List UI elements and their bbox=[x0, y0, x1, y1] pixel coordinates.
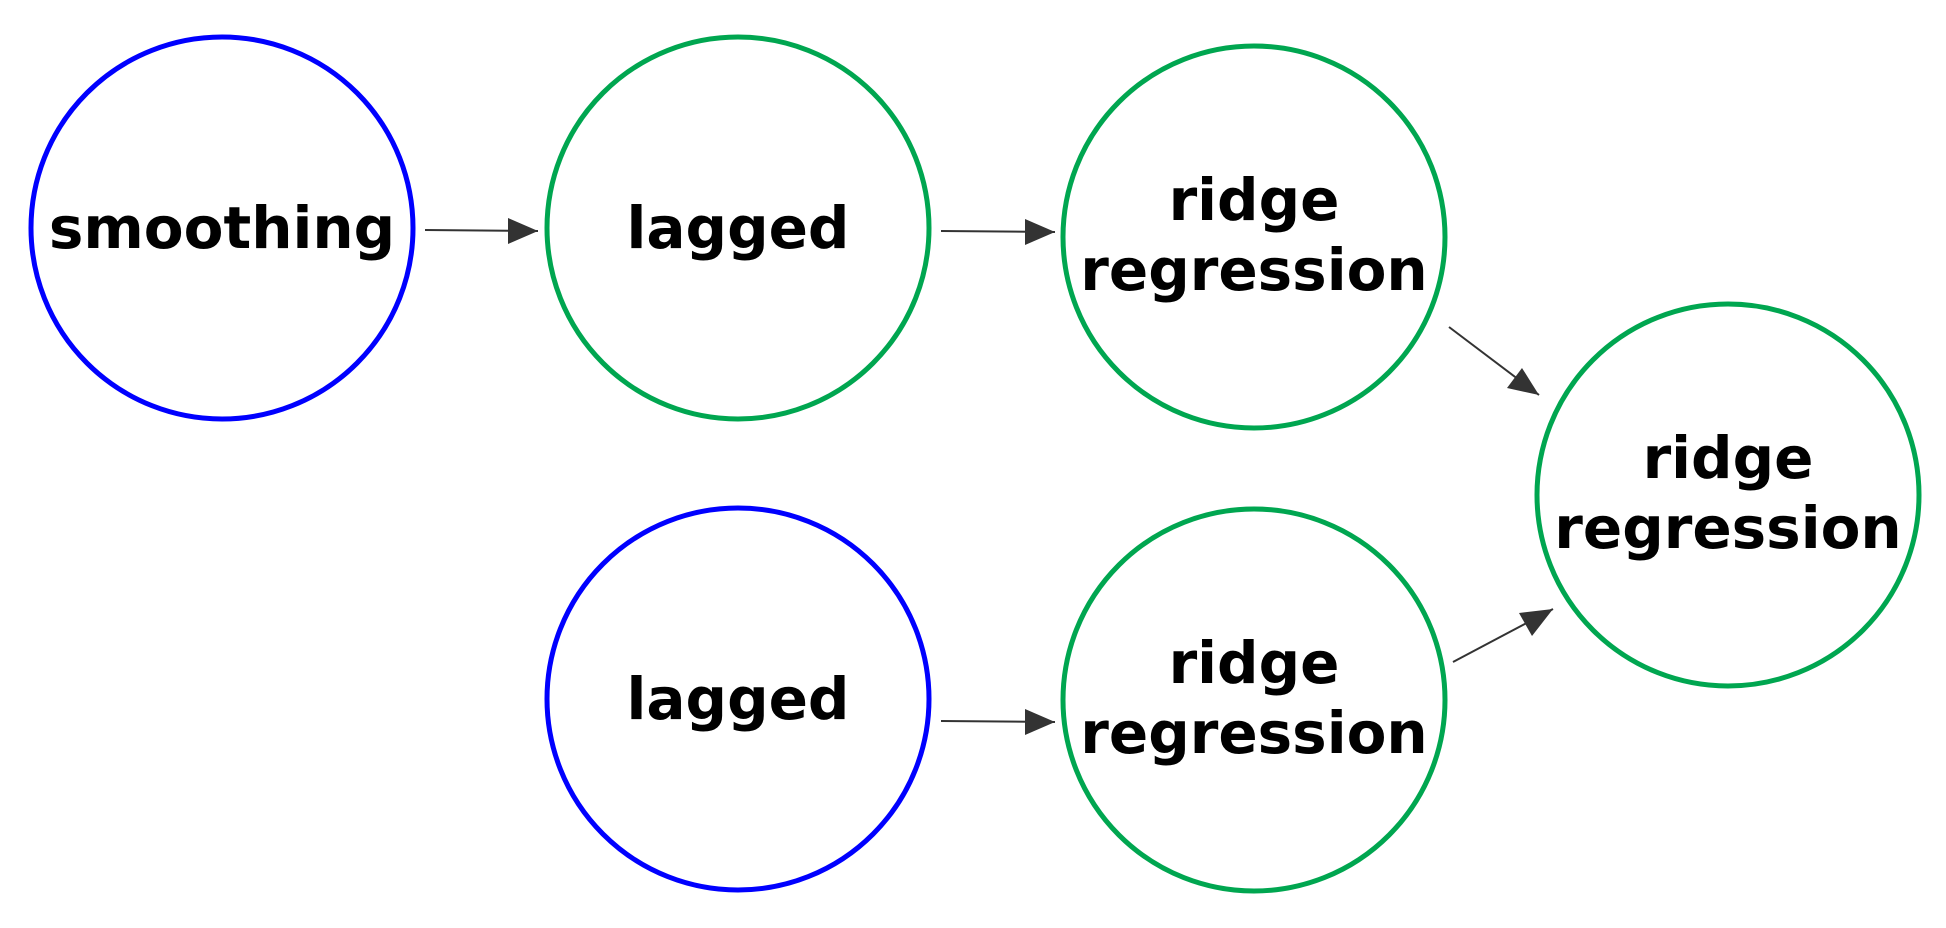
node-ridge-regression-final[interactable]: ridge regression bbox=[1534, 301, 1922, 689]
node-circle bbox=[1534, 301, 1922, 689]
arrowhead-smoothing-to-lagged bbox=[508, 218, 538, 244]
node-lagged-bottom[interactable]: lagged bbox=[544, 505, 932, 893]
node-label-smoothing: smoothing bbox=[49, 194, 395, 262]
node-label-ridge-top-line2: regression bbox=[1080, 236, 1427, 304]
arrowhead-lagged-bottom-to-ridge-bottom bbox=[1025, 709, 1055, 735]
node-label-ridge-final-line2: regression bbox=[1554, 494, 1901, 562]
edges bbox=[424, 218, 1554, 735]
node-label-ridge-bottom-line2: regression bbox=[1080, 699, 1427, 767]
node-circle bbox=[544, 505, 932, 893]
node-smoothing[interactable]: smoothing bbox=[28, 34, 416, 422]
arrowhead-ridge-bottom-to-ridge-final bbox=[1519, 609, 1553, 636]
arrowhead-lagged-to-ridge-top bbox=[1025, 219, 1055, 245]
node-label-ridge-bottom-line1: ridge bbox=[1169, 629, 1340, 697]
node-label-lagged-top: lagged bbox=[627, 194, 850, 262]
node-label-ridge-top-line1: ridge bbox=[1169, 166, 1340, 234]
node-label-lagged-bottom: lagged bbox=[627, 665, 850, 733]
node-circle bbox=[544, 34, 932, 422]
node-lagged-top[interactable]: lagged bbox=[544, 34, 932, 422]
node-label-ridge-final-line1: ridge bbox=[1643, 424, 1814, 492]
node-circle bbox=[28, 34, 416, 422]
node-ridge-regression-top[interactable]: ridge regression bbox=[1060, 43, 1448, 431]
arrowhead-ridge-top-to-ridge-final bbox=[1507, 368, 1539, 395]
node-ridge-regression-bottom[interactable]: ridge regression bbox=[1060, 506, 1448, 894]
node-circle bbox=[1060, 506, 1448, 894]
node-circle bbox=[1060, 43, 1448, 431]
